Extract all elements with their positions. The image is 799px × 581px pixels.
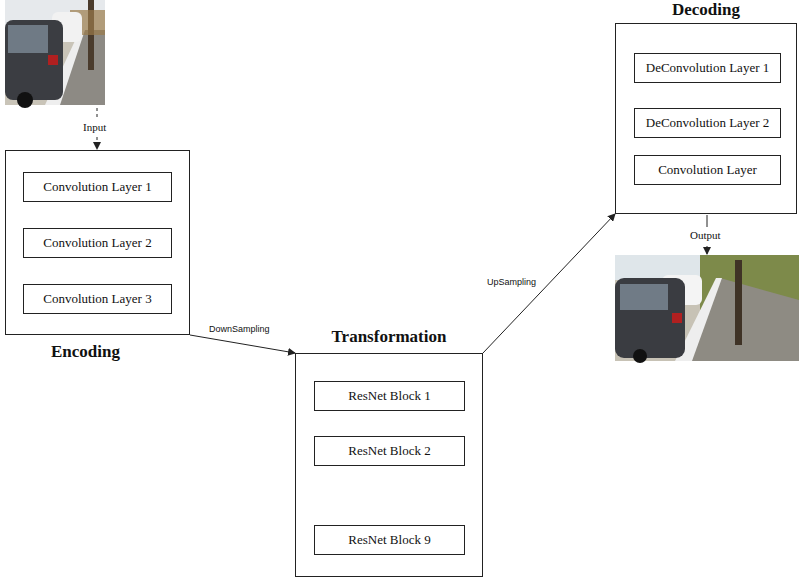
layer-box: Convolution Layer 1 [23, 172, 172, 202]
edge-label: DownSampling [208, 324, 271, 334]
stage-box: TransformationResNet Block 1ResNet Block… [295, 353, 483, 577]
stage-box: DecodingDeConvolution Layer 1DeConvoluti… [615, 23, 797, 214]
layer-label: Convolution Layer 3 [43, 291, 151, 307]
stage-heading: Transformation [332, 327, 447, 347]
io-label: Input [82, 121, 107, 133]
layer-label: ResNet Block 2 [348, 443, 430, 459]
stage-heading: Decoding [672, 0, 740, 20]
stage-heading: Encoding [51, 342, 120, 362]
layer-label: ResNet Block 1 [348, 388, 430, 404]
output-photo [615, 255, 799, 363]
layer-box: Convolution Layer [634, 155, 781, 185]
layer-label: Convolution Layer [658, 162, 757, 178]
layer-label: DeConvolution Layer 1 [646, 60, 769, 76]
layer-box: ResNet Block 9 [314, 525, 465, 555]
layer-box: Convolution Layer 2 [23, 228, 172, 258]
layer-label: ResNet Block 9 [348, 532, 430, 548]
layer-box: ResNet Block 2 [314, 436, 465, 466]
layer-box: DeConvolution Layer 2 [634, 108, 781, 138]
layer-label: Convolution Layer 2 [43, 235, 151, 251]
flow-arrow [190, 335, 295, 353]
input-photo [5, 0, 105, 108]
layer-box: DeConvolution Layer 1 [634, 53, 781, 83]
stage-box: EncodingConvolution Layer 1Convolution L… [5, 150, 190, 335]
io-label: Output [689, 229, 722, 241]
output-line [707, 215, 708, 227]
flow-arrow [483, 214, 615, 353]
layer-box: Convolution Layer 3 [23, 284, 172, 314]
layer-label: Convolution Layer 1 [43, 179, 151, 195]
edge-label: UpSampling [486, 277, 537, 287]
layer-label: DeConvolution Layer 2 [646, 115, 769, 131]
input-line [97, 137, 98, 149]
input-line [97, 108, 98, 119]
layer-box: ResNet Block 1 [314, 381, 465, 411]
output-line [707, 246, 708, 254]
